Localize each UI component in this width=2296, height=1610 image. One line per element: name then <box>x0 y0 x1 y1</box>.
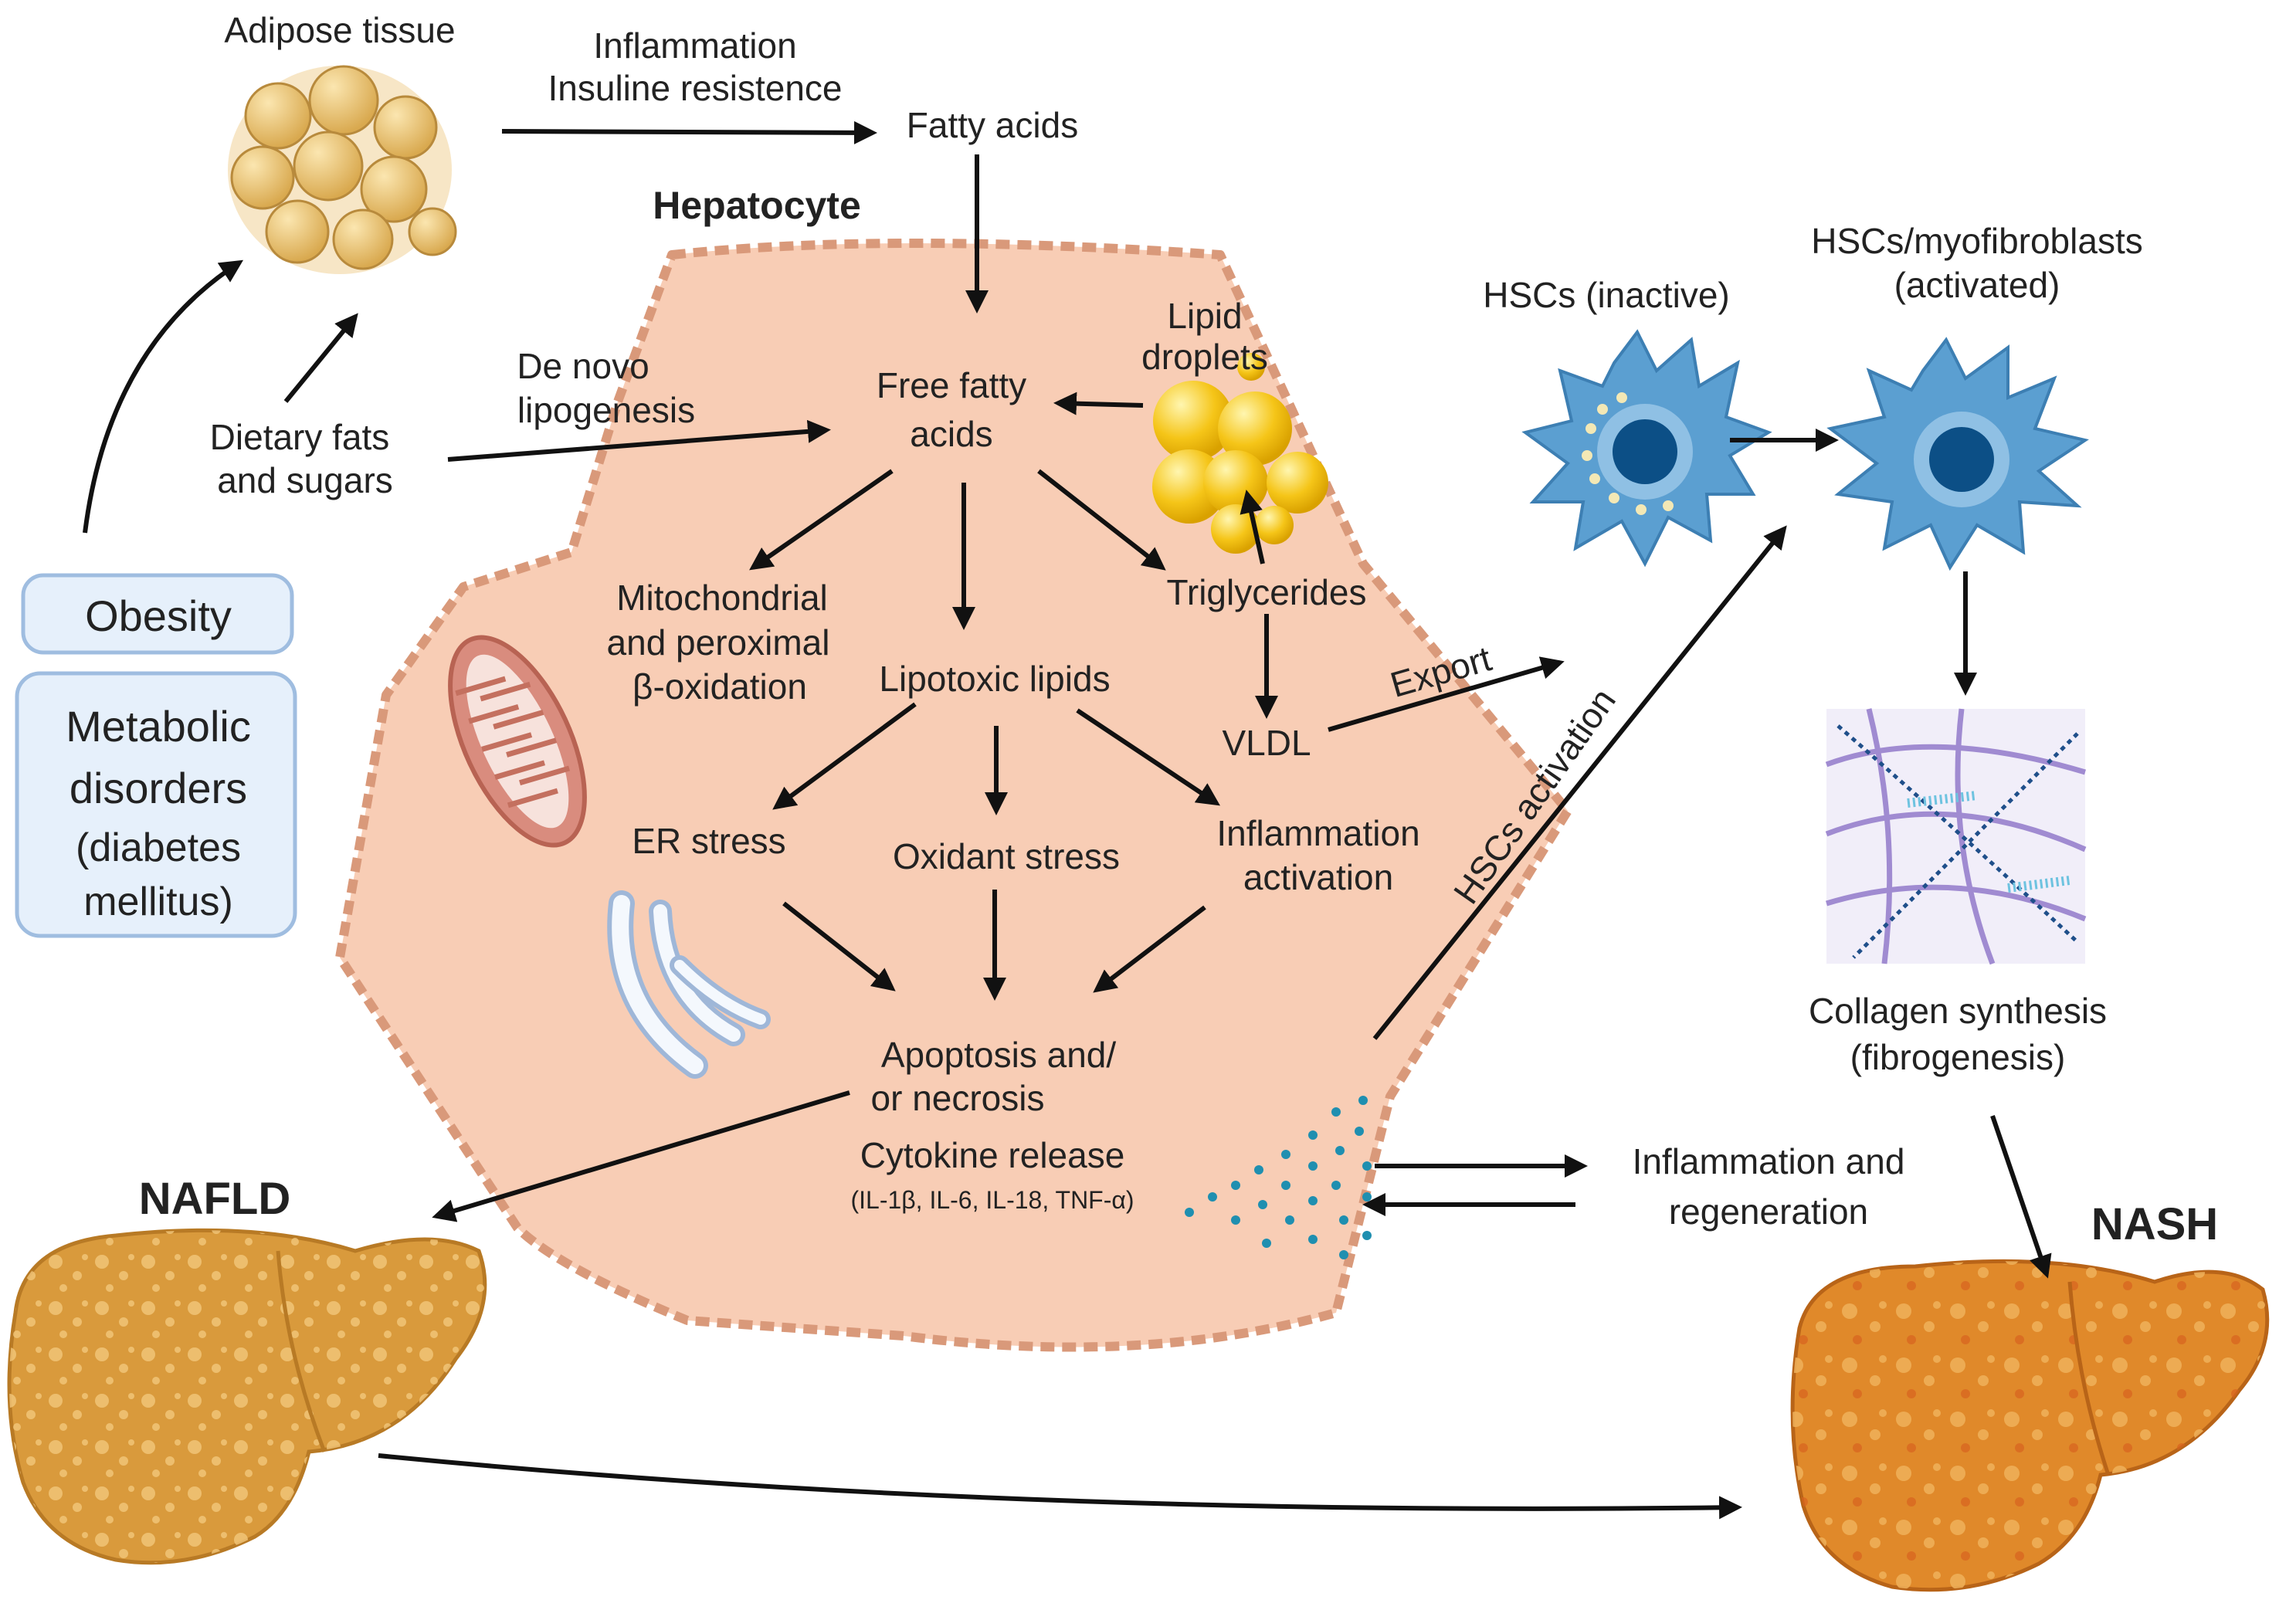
label-lipotoxic: Lipotoxic lipids <box>879 659 1110 699</box>
label-lipid: Lipid <box>1167 296 1242 336</box>
label-and-peroximal: and peroximal <box>607 622 830 663</box>
label-vldl: VLDL <box>1222 723 1311 763</box>
label-necrosis: or necrosis <box>871 1078 1045 1118</box>
arrow-obesity-adipose <box>83 259 244 534</box>
label-regeneration: regeneration <box>1669 1191 1868 1232</box>
arrow-apoptosis-nafld <box>432 1090 850 1222</box>
adipose-tissue-icon <box>228 65 457 274</box>
label-activated: (activated) <box>1894 265 2060 305</box>
arrow-er-apoptosis <box>782 901 896 991</box>
label-oxidant-stress: Oxidant stress <box>893 836 1120 876</box>
arrow-dietary-ffa <box>447 419 831 462</box>
arrows <box>83 120 2052 1520</box>
label-droplets: droplets <box>1141 337 1268 377</box>
arrow-vldl-export <box>1328 656 1565 732</box>
label-cytokine-list: (IL-1β, IL-6, IL-18, TNF-α) <box>850 1186 1134 1214</box>
label-fibrogenesis: (fibrogenesis) <box>1850 1037 2066 1077</box>
label-fatty-acids: Fatty acids <box>907 105 1078 145</box>
arrow-ffa-mito <box>749 469 894 571</box>
label-mitochondrial: Mitochondrial <box>616 578 828 618</box>
label-mellitus: mellitus) <box>83 880 233 924</box>
hsc-inactive-icon <box>1521 329 1772 568</box>
label-inflammation-and: Inflammation and <box>1633 1141 1905 1181</box>
arrow-lipotoxic-inflam <box>1076 708 1220 806</box>
label-and-sugars: and sugars <box>217 460 393 500</box>
mitochondrion-icon <box>448 635 587 848</box>
label-free-fatty: Free fatty <box>877 365 1026 405</box>
label-diabetes: (diabetes <box>76 825 241 870</box>
label-cytokine-release: Cytokine release <box>860 1135 1125 1175</box>
label-hscs-inactive: HSCs (inactive) <box>1483 275 1730 315</box>
collagen-fibers-icon <box>1825 708 2087 965</box>
arrow-inflam-apoptosis <box>1093 905 1206 993</box>
label-triglycerides: Triglycerides <box>1166 572 1366 612</box>
arrow-ffa-triglycerides <box>1037 469 1166 571</box>
label-dietary-fats: Dietary fats <box>210 417 390 457</box>
label-adipose-tissue: Adipose tissue <box>224 10 455 50</box>
label-lipogenesis: lipogenesis <box>517 390 695 430</box>
arrow-dietary-adipose <box>283 313 358 403</box>
metabolic-disorders-box <box>15 671 297 938</box>
hsc-activated-icon <box>1826 337 2089 571</box>
label-de-novo: De novo <box>517 346 649 386</box>
label-inflammation-activation-1: Inflammation <box>1216 813 1419 853</box>
label-inflammation: Inflammation <box>593 25 796 66</box>
arrow-triglycerides-lipid <box>1240 490 1265 564</box>
obesity-box <box>21 573 294 655</box>
label-nash: NASH <box>2091 1199 2218 1249</box>
label-acids: acids <box>910 414 992 454</box>
label-disorders: disorders <box>70 764 247 812</box>
arrow-collagen-nash <box>1990 1115 2052 1279</box>
label-obesity: Obesity <box>85 591 232 640</box>
nafld-liver-icon <box>7 1228 487 1565</box>
label-er-stress: ER stress <box>632 821 785 861</box>
label-insuline-resistence: Insuline resistence <box>548 68 843 108</box>
label-hscs-myofibroblasts: HSCs/myofibroblasts <box>1811 221 2142 261</box>
arrow-lipotoxic-er <box>772 702 917 810</box>
endoplasmic-reticulum-icon <box>607 890 771 1079</box>
arrow-adipose-fattyacids <box>501 120 877 144</box>
cytokine-dots-icon <box>1185 1096 1372 1259</box>
nash-liver-icon <box>1790 1259 2270 1592</box>
label-beta-oxidation: β-oxidation <box>633 666 807 707</box>
arrow-lipid-ffa <box>1053 391 1144 415</box>
label-metabolic: Metabolic <box>66 702 251 751</box>
label-apoptosis: Apoptosis and/ <box>881 1035 1117 1075</box>
label-nafld: NAFLD <box>139 1174 291 1224</box>
label-collagen-synthesis: Collagen synthesis <box>1809 991 2107 1031</box>
arrow-nafld-nash <box>378 1453 1742 1520</box>
label-hepatocyte: Hepatocyte <box>653 184 861 227</box>
arrow-hscs-activation <box>1372 525 1787 1040</box>
label-inflammation-activation-2: activation <box>1243 857 1393 897</box>
